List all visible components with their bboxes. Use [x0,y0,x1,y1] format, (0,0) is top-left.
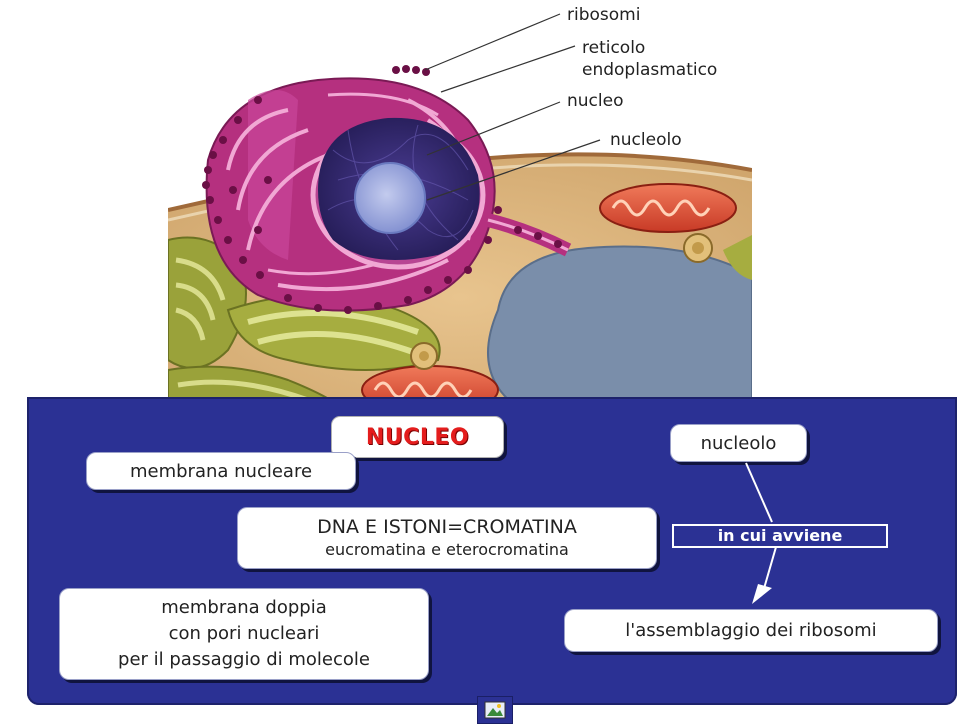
node-nucleolo-text: nucleolo [701,433,777,454]
mitochondrion-right [600,184,736,232]
label-nucleolo: nucleolo [610,130,682,151]
label-reticolo-line2: endoplasmatico [582,60,717,81]
node-membrana-doppia-line3: per il passaggio di molecole [118,647,370,673]
concept-map-title-box: NUCLEO [331,416,504,458]
concept-map-title: NUCLEO [366,425,469,450]
node-membrana-doppia: membrana doppia con pori nucleari per il… [59,588,429,680]
label-ribosomi: ribosomi [567,5,640,26]
node-assemblaggio-text: l'assemblaggio dei ribosomi [625,620,876,641]
node-dna-line1: DNA E ISTONI=CROMATINA [317,515,577,539]
nucleolus [355,163,425,233]
link-label-in-cui-avviene: in cui avviene [672,524,888,548]
vacuole [488,247,752,414]
node-dna-line2: eucromatina e eterocromatina [325,539,569,561]
picture-icon [484,701,506,719]
label-reticolo-line1: reticolo [582,38,645,59]
cell-illustration [168,60,752,414]
node-membrana-nucleare-text: membrana nucleare [130,461,312,482]
node-nucleolo: nucleolo [670,424,807,462]
cell-drawing [168,60,752,414]
node-dna-istoni: DNA E ISTONI=CROMATINA eucromatina e ete… [237,507,657,569]
node-membrana-doppia-line2: con pori nucleari [169,621,320,647]
node-membrana-doppia-line1: membrana doppia [161,595,326,621]
node-assemblaggio: l'assemblaggio dei ribosomi [564,609,938,652]
label-nucleo: nucleo [567,91,623,112]
node-membrana-nucleare: membrana nucleare [86,452,356,490]
